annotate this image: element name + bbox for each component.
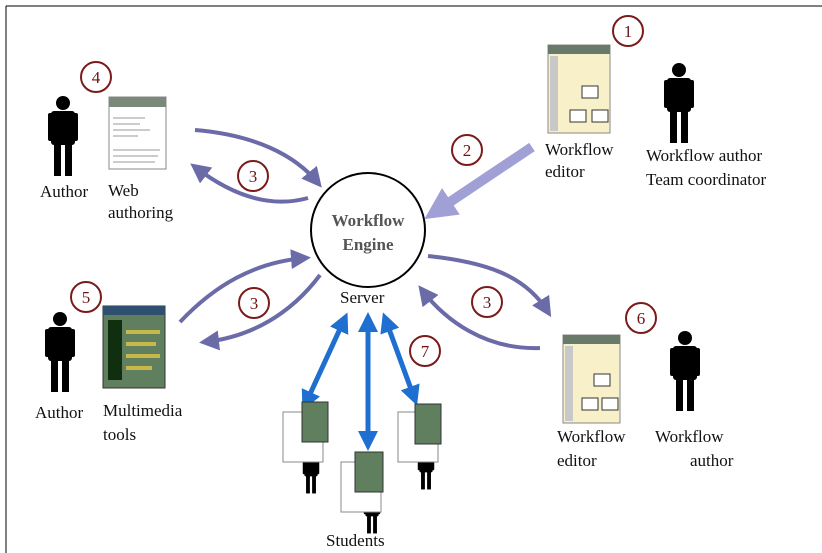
badge-6 <box>625 302 657 334</box>
author-mid-person-icon <box>45 312 75 392</box>
badge-1 <box>612 15 644 47</box>
badge-5-text: 5 <box>82 288 91 307</box>
arrow-web-to-engine <box>194 128 322 188</box>
workflow-engine-circle <box>310 172 426 288</box>
badge-7-text: 7 <box>421 342 430 361</box>
badge-4 <box>80 61 112 93</box>
workflow-author-top-label-2: Team coordinator <box>646 170 766 189</box>
workflow-editor-bot-label-1: Workflow <box>557 427 626 446</box>
arrow-engine-to-media <box>199 273 322 351</box>
arrow-editor-to-engine <box>418 285 541 351</box>
workflow-author-top-person-icon <box>664 63 694 143</box>
arrow-student-left <box>301 312 349 411</box>
multimedia-label-2: tools <box>103 425 136 444</box>
author-top-person-icon <box>48 96 78 176</box>
workflow-author-bot-person-icon <box>670 331 700 411</box>
web-authoring-label-2: authoring <box>108 203 174 222</box>
multimedia-label-1: Multimedia <box>103 401 183 420</box>
flow-arrows <box>178 128 552 351</box>
author-top-label: Author <box>40 182 89 201</box>
arrow-engine-to-editor <box>427 254 552 318</box>
workflow-author-bot-label-2: author <box>690 451 734 470</box>
badge-3a-text: 3 <box>249 167 258 186</box>
web-authoring-screenshot <box>108 96 167 170</box>
step-badges <box>70 15 657 367</box>
workflow-author-bot-label-1: Workflow <box>655 427 724 446</box>
student-arrows <box>301 312 420 451</box>
badge-7 <box>409 335 441 367</box>
multimedia-tools-screenshot <box>102 305 166 389</box>
workflow-editor-top-label-1: Workflow <box>545 140 614 159</box>
workflow-editor-bot-label-2: editor <box>557 451 597 470</box>
web-authoring-label-1: Web <box>108 181 139 200</box>
workflow-author-top-label-1: Workflow author <box>646 146 763 165</box>
arrow-student-right <box>380 312 420 406</box>
badge-3c-text: 3 <box>483 293 492 312</box>
badge-6-text: 6 <box>637 309 646 328</box>
workflow-editor-top-screenshot <box>547 44 611 134</box>
engine-label-2: Engine <box>342 235 393 254</box>
badge-3b-text: 3 <box>250 294 259 313</box>
engine-label-1: Workflow <box>332 211 405 230</box>
badge-2-text: 2 <box>463 141 472 160</box>
workflow-editor-top-label-2: editor <box>545 162 585 181</box>
badge-4-text: 4 <box>92 68 101 87</box>
arrow-engine-to-web <box>190 163 309 204</box>
arrow-workflow-definition <box>424 142 535 220</box>
student-screenshots <box>282 401 442 513</box>
workflow-editor-bot-screenshot <box>562 334 621 424</box>
badge-5 <box>70 281 102 313</box>
badge-3a <box>237 160 269 192</box>
arrow-media-to-engine <box>178 249 311 324</box>
author-mid-label: Author <box>35 403 84 422</box>
badge-1-text: 1 <box>624 22 633 41</box>
badge-3b <box>238 287 270 319</box>
badge-3c <box>471 286 503 318</box>
badge-2 <box>451 134 483 166</box>
students-label: Students <box>326 531 385 550</box>
server-label: Server <box>340 288 385 307</box>
